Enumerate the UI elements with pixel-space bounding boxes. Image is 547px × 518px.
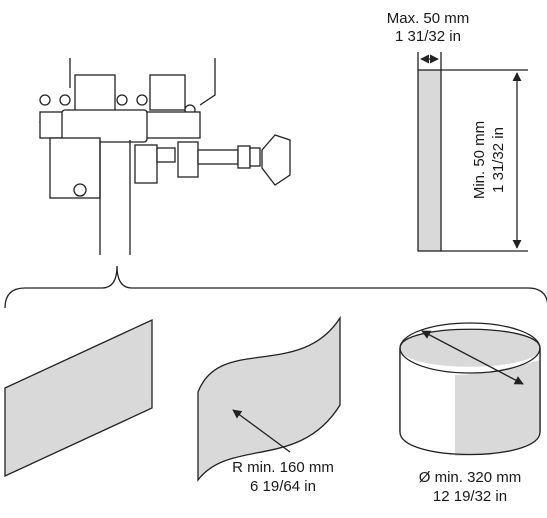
min-height-mm-label: Min. 50 mm — [471, 121, 488, 199]
diameter-arrow — [421, 330, 524, 385]
blade-profile — [417, 69, 442, 252]
radius-arrow — [232, 409, 291, 453]
min-radius-mm-label: R min. 160 mm — [232, 459, 334, 476]
min-diameter-mm-label: Ø min. 320 mm — [419, 469, 522, 486]
min-diameter-inch-label: 12 19/32 in — [433, 488, 507, 505]
straight-blade-illustration — [4, 318, 153, 478]
max-width-inch-label: 1 31/32 in — [395, 28, 461, 45]
saw-mechanism-illustration — [39, 58, 291, 255]
grouping-brace — [4, 265, 547, 309]
min-height-inch-label: 1 31/32 in — [490, 127, 507, 193]
curved-blade-illustration — [197, 315, 341, 482]
min-radius-inch-label: 6 19/64 in — [250, 478, 316, 495]
max-width-mm-label: Max. 50 mm — [387, 10, 470, 27]
blade-cross-section: Max. 50 mm 1 31/32 in Min. 50 mm 1 31/32… — [387, 10, 528, 252]
ring-blade-illustration — [399, 322, 541, 456]
